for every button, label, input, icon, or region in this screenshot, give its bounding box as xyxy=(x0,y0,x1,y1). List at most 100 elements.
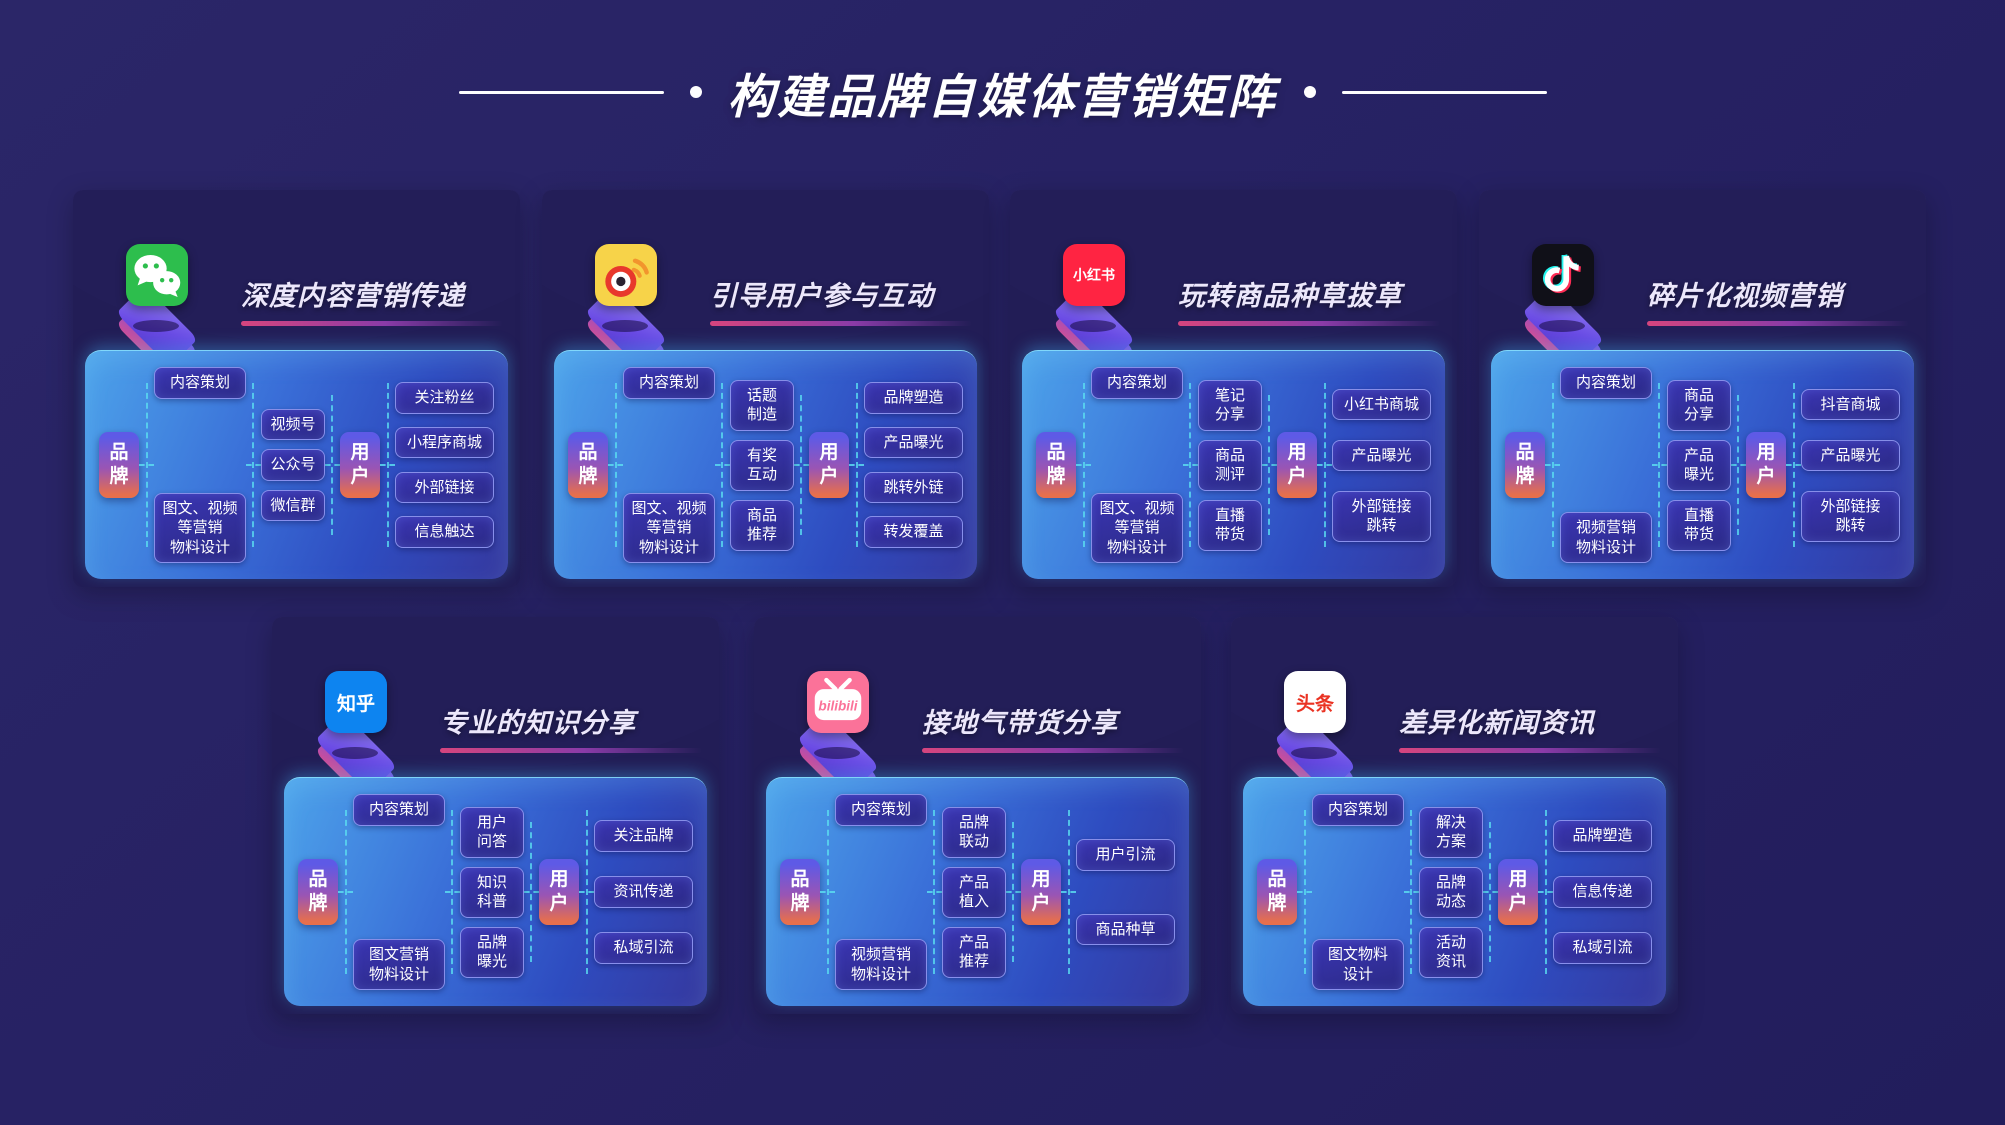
flow-node: 视频营销 物料设计 xyxy=(1560,512,1652,563)
flow-node: 图文物料 设计 xyxy=(1312,939,1404,990)
card-title: 玩转商品种草拔草 xyxy=(1178,281,1402,311)
xiaohongshu-icon: 小红书 xyxy=(1063,244,1125,306)
middle-column: 商品 分享产品 曝光直播 带货 xyxy=(1667,367,1739,563)
title-underline xyxy=(440,748,702,753)
card-title: 引导用户参与互动 xyxy=(710,281,934,311)
flow-node: 产品曝光 xyxy=(1332,439,1431,471)
flow-node: 跳转外链 xyxy=(864,471,963,504)
right-column: 抖音商城产品曝光外部链接 跳转 xyxy=(1793,367,1900,563)
flow-node: 活动 资讯 xyxy=(1419,926,1483,978)
flow-node: 用户引流 xyxy=(1076,839,1175,871)
brand-pill: 品牌 xyxy=(780,859,820,925)
douyin-icon xyxy=(1532,244,1594,306)
icon-shadow xyxy=(1070,320,1116,332)
icon-shadow xyxy=(814,747,860,759)
card-head: 碎片化视频营销 xyxy=(1647,274,1909,326)
flow-node: 商品 测评 xyxy=(1198,439,1262,491)
header-right-dot xyxy=(1303,86,1316,98)
bilibili-icon: bilibili xyxy=(807,671,869,733)
flow-node: 图文营销 物料设计 xyxy=(353,939,445,990)
flow-node: 信息传递 xyxy=(1553,876,1652,908)
flow-node: 图文、视频 等营销 物料设计 xyxy=(154,492,246,563)
icon-shadow xyxy=(332,747,378,759)
brand-pill: 品牌 xyxy=(1036,432,1076,498)
flow-node: 产品曝光 xyxy=(864,426,963,459)
right-column: 小红书商城产品曝光外部链接 跳转 xyxy=(1324,367,1431,563)
brand-pill: 品牌 xyxy=(568,432,608,498)
flow-node: 小程序商城 xyxy=(395,426,494,459)
card-toutiao: 头条 差异化新闻资讯 品牌 内容策划图文物料 设计 解决 方案品牌 动态活动 资… xyxy=(1231,617,1678,1014)
flow-node: 产品 植入 xyxy=(942,866,1006,918)
flow-node: 关注粉丝 xyxy=(395,382,494,414)
card-wechat: 深度内容营销传递 品牌 内容策划图文、视频 等营销 物料设计 视频号公众号微信群… xyxy=(73,190,520,587)
flow-node: 知识 科普 xyxy=(460,866,524,918)
flow-node: 内容策划 xyxy=(154,367,246,399)
flow-node: 关注品牌 xyxy=(594,820,693,852)
flow-node: 图文、视频 等营销 物料设计 xyxy=(1091,492,1183,563)
icon-shadow xyxy=(602,320,648,332)
flow-panel: 品牌 内容策划图文、视频 等营销 物料设计 话题 制造有奖 互动商品 推荐 用户… xyxy=(554,350,977,579)
card-title: 差异化新闻资讯 xyxy=(1399,708,1595,738)
flow-node: 用户 问答 xyxy=(460,806,524,858)
right-column: 关注品牌资讯传递私域引流 xyxy=(586,794,693,990)
flow-node: 产品曝光 xyxy=(1801,439,1900,471)
middle-column: 解决 方案品牌 动态活动 资讯 xyxy=(1419,794,1491,990)
brand-pill: 品牌 xyxy=(99,432,139,498)
brand-pill: 品牌 xyxy=(298,859,338,925)
brand-pill: 品牌 xyxy=(1505,432,1545,498)
flow-node: 外部链接 跳转 xyxy=(1801,490,1900,542)
flow-panel: 品牌 内容策划视频营销 物料设计 商品 分享产品 曝光直播 带货 用户 抖音商城… xyxy=(1491,350,1914,579)
title-underline xyxy=(1647,321,1909,326)
right-column: 关注粉丝小程序商城外部链接信息触达 xyxy=(387,367,494,563)
icon-shadow xyxy=(1291,747,1337,759)
left-column: 内容策划图文、视频 等营销 物料设计 xyxy=(615,367,723,563)
icon-pedestal: 知乎 xyxy=(300,661,450,838)
card-head: 深度内容营销传递 xyxy=(241,274,503,326)
left-column: 内容策划视频营销 物料设计 xyxy=(1552,367,1660,563)
user-pill: 用户 xyxy=(340,432,380,498)
card-head: 玩转商品种草拔草 xyxy=(1178,274,1440,326)
flow-node: 解决 方案 xyxy=(1419,806,1483,858)
user-pill: 用户 xyxy=(539,859,579,925)
left-column: 内容策划图文物料 设计 xyxy=(1304,794,1412,990)
card-bilibili: bilibili 接地气带货分享 品牌 内容策划视频营销 物料设计 品牌 联动产… xyxy=(754,617,1201,1014)
flow-node: 商品 分享 xyxy=(1667,379,1731,431)
header-right-line xyxy=(1341,90,1547,94)
card-head: 接地气带货分享 xyxy=(922,701,1184,753)
title-underline xyxy=(1399,748,1661,753)
left-column: 内容策划视频营销 物料设计 xyxy=(827,794,935,990)
wechat-icon xyxy=(126,244,188,306)
title-underline xyxy=(1178,321,1440,326)
left-column: 内容策划图文、视频 等营销 物料设计 xyxy=(1083,367,1191,563)
card-head: 引导用户参与互动 xyxy=(710,274,972,326)
zhihu-icon: 知乎 xyxy=(325,671,387,733)
toutiao-icon: 头条 xyxy=(1284,671,1346,733)
flow-node: 直播 带货 xyxy=(1667,499,1731,551)
user-pill: 用户 xyxy=(1021,859,1061,925)
flow-node: 转发覆盖 xyxy=(864,516,963,548)
card-title: 深度内容营销传递 xyxy=(241,281,465,311)
card-title: 接地气带货分享 xyxy=(922,708,1118,738)
flow-node: 话题 制造 xyxy=(730,379,794,431)
flow-node: 笔记 分享 xyxy=(1198,379,1262,431)
middle-column: 用户 问答知识 科普品牌 曝光 xyxy=(460,794,532,990)
card-head: 差异化新闻资讯 xyxy=(1399,701,1661,753)
header-left-line xyxy=(458,90,664,94)
flow-node: 视频号 xyxy=(261,408,325,441)
flow-node: 有奖 互动 xyxy=(730,439,794,491)
flow-node: 私域引流 xyxy=(1553,932,1652,964)
flow-node: 品牌塑造 xyxy=(864,382,963,414)
flow-node: 公众号 xyxy=(261,449,325,481)
svg-text:bilibili: bilibili xyxy=(818,698,857,713)
right-column: 品牌塑造产品曝光跳转外链转发覆盖 xyxy=(856,367,963,563)
flow-node: 内容策划 xyxy=(1091,367,1183,399)
icon-shadow xyxy=(1539,320,1585,332)
middle-column: 话题 制造有奖 互动商品 推荐 xyxy=(730,367,802,563)
flow-node: 品牌 曝光 xyxy=(460,926,524,978)
flow-node: 品牌 联动 xyxy=(942,806,1006,858)
flow-node: 直播 带货 xyxy=(1198,499,1262,551)
flow-panel: 品牌 内容策划视频营销 物料设计 品牌 联动产品 植入产品 推荐 用户 用户引流… xyxy=(766,777,1189,1006)
title-underline xyxy=(710,321,972,326)
icon-pedestal: bilibili xyxy=(782,661,932,838)
